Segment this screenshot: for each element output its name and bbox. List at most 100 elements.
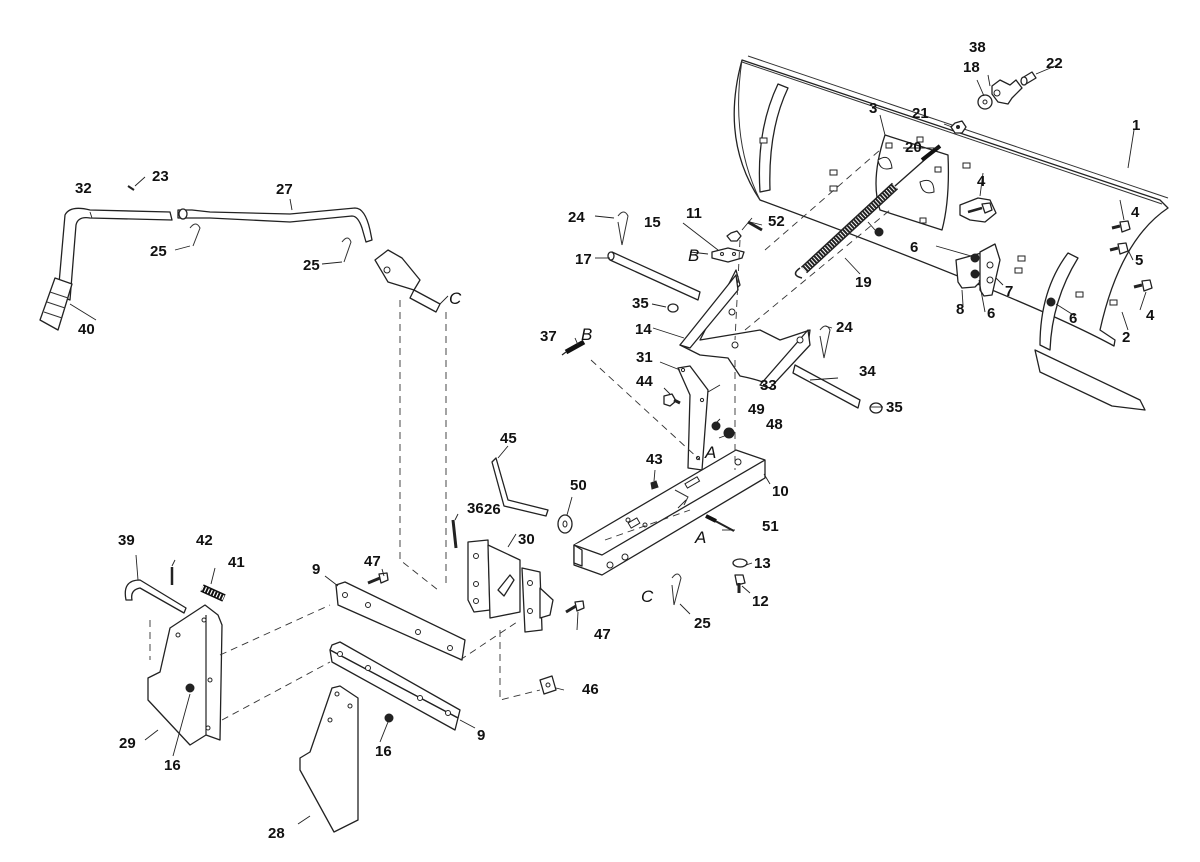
callout-49: 49	[748, 401, 765, 418]
callout-44: 44	[636, 373, 653, 390]
hair-pin-clip	[617, 211, 629, 246]
pivot-pin	[792, 364, 861, 409]
roll-pin	[747, 220, 763, 232]
callout-43: 43	[646, 451, 663, 468]
nut	[1046, 297, 1056, 307]
ref-letter-a-lower: A	[694, 528, 706, 547]
callout-33: 33	[760, 377, 777, 394]
blade-wear-edge	[1034, 349, 1146, 411]
callout-25b: 25	[303, 257, 320, 274]
callout-7: 7	[1005, 283, 1013, 300]
callout-31: 31	[636, 349, 653, 366]
callout-1: 1	[1132, 117, 1140, 134]
callout-5: 5	[1135, 252, 1143, 269]
callout-50: 50	[570, 477, 587, 494]
latch	[539, 675, 557, 695]
hair-pin-clip	[671, 573, 682, 606]
nut	[726, 230, 742, 242]
bolt	[565, 600, 585, 614]
spring	[200, 584, 226, 602]
callout-23: 23	[152, 168, 169, 185]
callout-42: 42	[196, 532, 213, 549]
spring	[561, 339, 586, 356]
side-bracket-left	[147, 604, 223, 746]
callout-9b: 9	[477, 727, 485, 744]
callout-51: 51	[762, 518, 779, 535]
callout-labels: 1 2 3 4 4 4 5 6 6 6 7 8 9 9 10 11 12 13 …	[75, 39, 1155, 842]
callout-35a: 35	[632, 295, 649, 312]
extension-spring	[794, 182, 899, 279]
callout-25c: 25	[694, 615, 711, 632]
hair-pin-clip	[189, 223, 201, 247]
hair-pin-clip	[819, 325, 831, 359]
callout-6a: 6	[910, 239, 918, 256]
callout-47a: 47	[364, 553, 381, 570]
callout-52: 52	[768, 213, 785, 230]
callout-24b: 24	[836, 319, 853, 336]
blade-stop	[991, 79, 1023, 105]
pivot-pin	[607, 251, 701, 301]
washer	[557, 514, 573, 534]
nut	[650, 480, 659, 490]
nut	[874, 227, 884, 237]
callout-28: 28	[268, 825, 285, 842]
callout-10: 10	[772, 483, 789, 500]
callout-22: 22	[1046, 55, 1063, 72]
callout-14: 14	[635, 321, 652, 338]
cap	[869, 402, 883, 414]
callout-6b: 6	[987, 305, 995, 322]
callout-40: 40	[78, 321, 95, 338]
side-bracket-right	[299, 685, 359, 833]
bolt	[959, 197, 997, 223]
flange-nut	[384, 713, 394, 723]
callout-6c: 6	[1069, 310, 1077, 327]
bolt	[1133, 279, 1153, 292]
callout-39: 39	[118, 532, 135, 549]
latch-rod	[491, 457, 549, 517]
callout-37: 37	[540, 328, 557, 345]
callout-3: 3	[869, 100, 877, 117]
callout-36: 36	[467, 500, 484, 517]
bolt	[1111, 220, 1131, 233]
callout-17: 17	[575, 251, 592, 268]
callout-25a: 25	[150, 243, 167, 260]
callout-8: 8	[956, 301, 964, 318]
washer	[977, 94, 993, 110]
ref-letter-a-upper: A	[704, 443, 716, 462]
bolt	[734, 574, 746, 593]
lift-rod	[177, 207, 373, 243]
callout-20: 20	[905, 139, 922, 156]
mounting-rail	[329, 641, 461, 731]
mounting-rail	[335, 581, 466, 661]
callout-48: 48	[766, 416, 783, 433]
handle-grip	[39, 277, 73, 331]
callout-32: 32	[75, 180, 92, 197]
reference-letters: A A B B C C	[449, 246, 716, 606]
callout-2: 2	[1122, 329, 1130, 346]
callout-46: 46	[582, 681, 599, 698]
callout-45: 45	[500, 430, 517, 447]
hook-rod	[124, 579, 187, 614]
callout-9a: 9	[312, 561, 320, 578]
callout-38: 38	[969, 39, 986, 56]
cotter-pin	[451, 519, 458, 549]
bushing	[674, 489, 689, 506]
blade-pivot-bracket	[875, 134, 950, 231]
hair-pin-clip	[341, 237, 352, 263]
callout-21: 21	[912, 105, 929, 122]
pin	[127, 185, 135, 191]
callout-13: 13	[754, 555, 771, 572]
callout-27: 27	[276, 181, 293, 198]
callout-15: 15	[644, 214, 661, 231]
callout-35b: 35	[886, 399, 903, 416]
ref-letter-b-plate: B	[688, 246, 699, 265]
pivot-frame	[679, 269, 811, 389]
bolt	[367, 572, 389, 585]
callout-19: 19	[855, 274, 872, 291]
nut	[970, 269, 980, 279]
callout-30: 30	[518, 531, 535, 548]
callout-12: 12	[752, 593, 769, 610]
callout-11: 11	[686, 205, 702, 222]
lift-arm	[677, 365, 709, 471]
